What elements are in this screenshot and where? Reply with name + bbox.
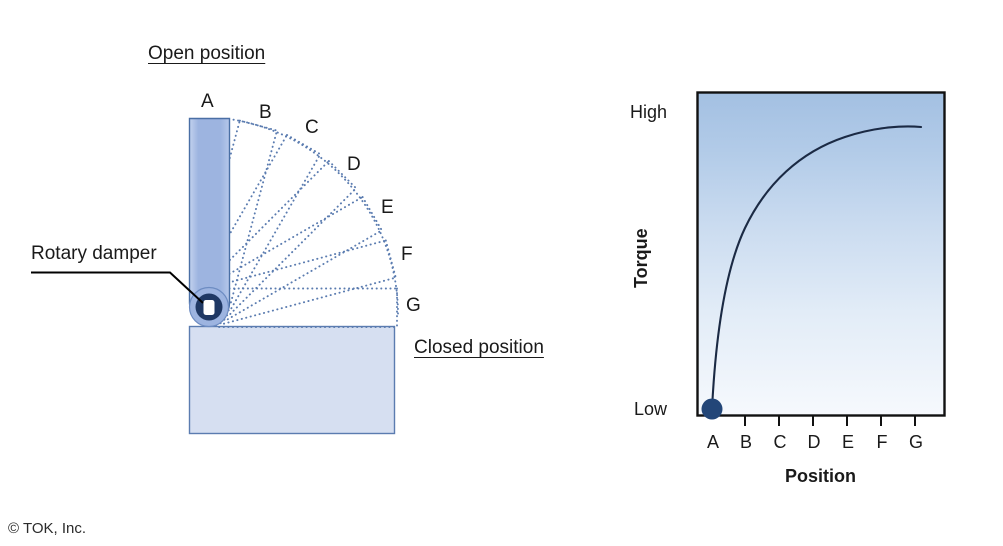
swing-outline-G [215, 287, 398, 328]
mechanism-diagram [31, 117, 399, 435]
lid-label-D: D [347, 154, 361, 175]
chart-y-axis-title: Torque [631, 228, 651, 288]
chart-xtick-D: D [807, 432, 821, 452]
copyright-notice: © TOK, Inc. [8, 520, 87, 537]
lid-label-C: C [305, 117, 319, 138]
closed-position-title: Closed position [414, 337, 544, 358]
chart-x-ticks [744, 415, 916, 426]
torque-chart [696, 91, 946, 426]
chart-plot-area [696, 91, 946, 417]
swing-outline-E [204, 195, 384, 323]
damper-leader-line [31, 271, 204, 304]
chart-xtick-F: F [876, 432, 888, 452]
chart-xtick-C: C [773, 432, 787, 452]
chart-curve [710, 125, 923, 411]
chart-ylabel-low: Low [634, 399, 668, 419]
lid-label-F: F [401, 244, 413, 265]
chart-start-marker [701, 398, 723, 420]
open-position-title: Open position [148, 43, 266, 64]
swing-arc [228, 118, 399, 315]
swing-outline-F [209, 239, 397, 326]
lid-label-B: B [259, 102, 272, 123]
rotary-damper-annotation: Rotary damper [31, 243, 157, 264]
lid-label-G: G [406, 295, 421, 316]
lid-label-A: A [201, 91, 214, 112]
chart-x-axis-title: Position [785, 466, 856, 486]
chart-xtick-G: G [908, 432, 923, 452]
chart-xtick-B: B [739, 432, 752, 452]
chart-ylabel-high: High [630, 102, 668, 122]
swing-outline-D [199, 159, 358, 318]
lid-label-E: E [381, 197, 394, 218]
damper-core [203, 300, 215, 315]
cabinet-body [188, 325, 396, 435]
chart-xtick-A: A [706, 432, 719, 452]
chart-xtick-E: E [841, 432, 854, 452]
